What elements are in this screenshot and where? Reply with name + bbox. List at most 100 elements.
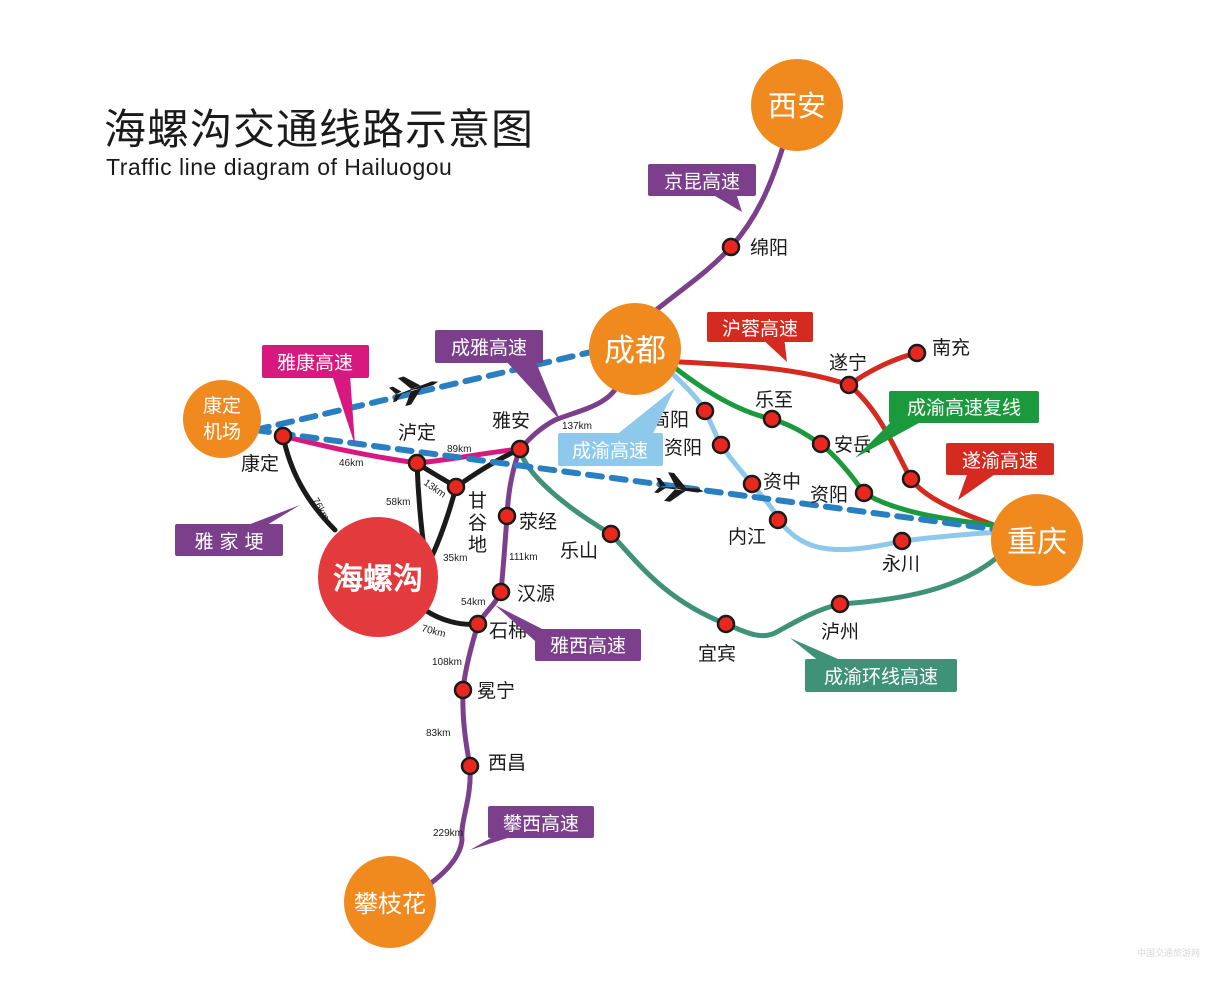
hub-kangding-airport-label-2: 机场 (203, 421, 241, 443)
station-dot-kangding (273, 426, 293, 446)
callout-jingkun-label: 京昆高速 (664, 171, 740, 193)
callout-panxi: 攀西高速 (470, 806, 594, 850)
hub-chengdu-label: 成都 (604, 333, 666, 369)
station-dot-mianning (453, 680, 473, 700)
station-dot-luding (407, 453, 427, 473)
station-dot-luzhou (830, 594, 850, 614)
station-dot-lezhi (762, 409, 782, 429)
station-dot-yongchuan (892, 531, 912, 551)
station-dot-neijiang (768, 510, 788, 530)
callout-yakang: 雅康高速 (262, 345, 369, 445)
station-label-yibin: 宜宾 (698, 643, 736, 665)
route-chengyu-huanxian (517, 446, 1003, 639)
airplane-icon (389, 376, 439, 407)
station-dot-suiyu (901, 469, 921, 489)
station-label-yingjing: 荥经 (519, 511, 557, 533)
station-label-lezhi: 乐至 (755, 389, 793, 411)
station-dot-mianyang (721, 237, 741, 257)
station-dot-jianyang (695, 401, 715, 421)
station-label-ganguodi-3: 地 (468, 534, 487, 556)
station-label-leshan: 乐山 (560, 540, 598, 562)
station-label-luzhou: 泸州 (821, 621, 859, 643)
hub-chongqing-label: 重庆 (1007, 525, 1067, 560)
route-lines (252, 137, 1040, 903)
distance-70km: 70km (420, 623, 446, 640)
distance-35km: 35km (443, 553, 467, 564)
distance-89km: 89km (447, 444, 471, 455)
station-label-yongchuan: 永川 (882, 553, 920, 575)
station-label-nanchong: 南充 (932, 337, 970, 359)
station-dot-nanchong (907, 343, 927, 363)
distance-58km: 58km (386, 497, 410, 508)
station-label-yaan: 雅安 (492, 410, 530, 432)
station-dot-yibin (716, 614, 736, 634)
route-chengdu-yaan (517, 377, 623, 452)
route-hurong-suiyu (677, 359, 1040, 543)
callout-yajiageng-label: 雅 家 埂 (194, 531, 263, 553)
callout-suiyu: 遂渝高速 (946, 443, 1054, 500)
station-dot-zizhong (742, 474, 762, 494)
station-dot-xichang (460, 756, 480, 776)
distance-108km: 108km (432, 657, 462, 668)
station-dot-yingjing (497, 506, 517, 526)
station-label-xichang: 西昌 (488, 752, 526, 774)
station-label-ganguodi-2: 谷 (468, 512, 487, 534)
station-dot-yaan (510, 439, 530, 459)
callout-hurong: 沪蓉高速 (707, 312, 813, 362)
callout-yaxi: 雅西高速 (495, 605, 641, 661)
callout-hurong-label: 沪蓉高速 (722, 318, 798, 340)
station-dot-ganguodi (446, 477, 466, 497)
station-dot-suining (839, 375, 859, 395)
callout-chengya-label: 成雅高速 (451, 337, 527, 359)
watermark: 中国交通旅游网 (1136, 949, 1200, 959)
hub-xian: 西安 (751, 59, 843, 151)
page-subtitle: Traffic line diagram of Hailuogou (106, 154, 453, 180)
callout-chengyu: 成渝高速 (558, 388, 675, 466)
hub-chongqing: 重庆 (991, 494, 1083, 586)
airplane-icon (654, 472, 704, 502)
callout-yakang-label: 雅康高速 (277, 352, 353, 374)
distance-137km: 137km (562, 421, 592, 432)
page-title: 海螺沟交通线路示意图 (104, 105, 535, 154)
distance-76km: 76km (309, 496, 331, 523)
station-label-hanyuan: 汉源 (517, 583, 555, 605)
station-dot-hanyuan (491, 582, 511, 602)
flight-kangding-chengdu (252, 347, 603, 433)
hub-kangding-airport-label-1: 康定 (203, 395, 241, 417)
callout-chengyu-huanxian: 成渝环线高速 (790, 638, 957, 692)
flight-kangding-chongqing (252, 427, 1003, 533)
station-label-ziyang1: 资阳 (664, 437, 702, 459)
hub-kangding-airport: 康定 机场 (183, 380, 261, 458)
callout-yaxi-label: 雅西高速 (550, 635, 626, 657)
distance-46km: 46km (339, 458, 363, 469)
station-labels: 绵阳 遂宁 南充 乐至 安岳 资阳 简阳 资阳 资中 内江 永川 泸州 宜宾 乐… (241, 237, 970, 774)
station-label-mianning: 冕宁 (477, 680, 515, 702)
station-dot-shimian (468, 614, 488, 634)
distance-111km: 111km (509, 552, 538, 563)
station-dot-ziyang1 (711, 435, 731, 455)
callout-chengya: 成雅高速 (435, 330, 560, 420)
hub-panzhihua-label: 攀枝花 (354, 890, 426, 918)
distance-229km: 229km (433, 828, 463, 839)
hub-xian-label: 西安 (768, 89, 826, 123)
hub-panzhihua: 攀枝花 (344, 856, 436, 948)
road-kangding-hailuogou (280, 433, 338, 533)
callout-panxi-label: 攀西高速 (503, 813, 579, 835)
station-label-ganguodi-1: 甘 (468, 490, 487, 512)
callout-yajiageng: 雅 家 埂 (175, 505, 300, 556)
station-dot-anyue (811, 434, 831, 454)
callout-chengyu-label: 成渝高速 (572, 440, 648, 462)
station-label-kangding: 康定 (241, 453, 279, 475)
callout-chengyu-fuxian-label: 成渝高速复线 (907, 397, 1021, 419)
station-label-suining: 遂宁 (829, 352, 867, 374)
station-markers (273, 237, 927, 776)
station-label-luding: 泸定 (398, 422, 436, 444)
distance-54km: 54km (461, 597, 485, 608)
callout-chengyu-fuxian: 成渝高速复线 (855, 391, 1039, 458)
station-dot-leshan (601, 524, 621, 544)
station-label-anyue: 安岳 (834, 434, 872, 456)
station-label-ziyang2: 资阳 (810, 484, 848, 506)
station-label-shimian: 石棉 (489, 620, 527, 642)
station-label-neijiang: 内江 (728, 526, 766, 548)
